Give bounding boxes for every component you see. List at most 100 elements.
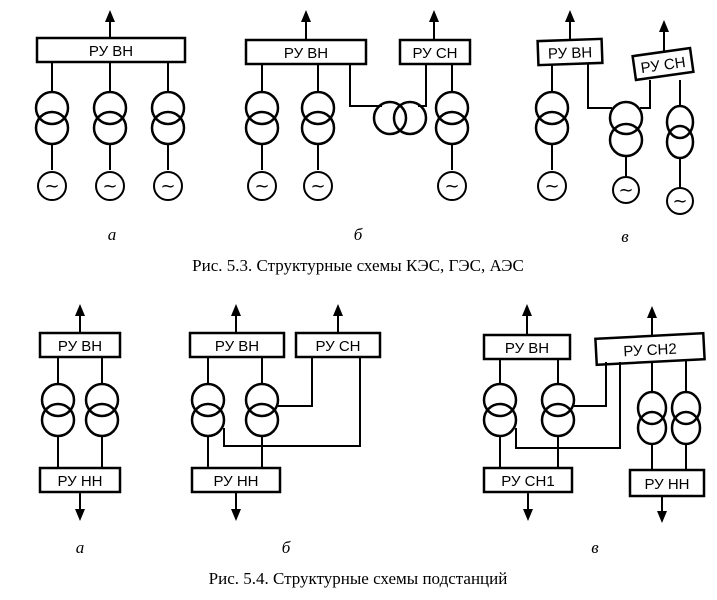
transformer-winding-icon xyxy=(670,390,702,426)
transformer-winding-icon xyxy=(244,110,280,146)
ru-sn-label: РУ СН xyxy=(412,45,457,62)
ru-vn-label: РУ ВН xyxy=(284,45,328,62)
transformer-winding-icon xyxy=(244,402,280,438)
nn-taps xyxy=(651,444,687,470)
ru-nn-box xyxy=(190,466,282,494)
transformer-winding-icon xyxy=(434,110,470,146)
transformer-winding-icon xyxy=(608,122,644,158)
generator-symbol: ~ xyxy=(672,191,687,212)
ru-vn-label: РУ ВН xyxy=(548,44,593,63)
generator-icon xyxy=(95,171,125,201)
transformer-winding-icon xyxy=(670,410,702,446)
generator-symbol: ~ xyxy=(44,176,59,197)
transformer-winding-icon xyxy=(40,382,76,418)
bus-taps xyxy=(207,357,263,384)
ru-sn-label: РУ СН xyxy=(315,338,360,355)
generator-icon xyxy=(612,176,640,204)
output-arrow-icon xyxy=(523,509,533,521)
transformer-winding-icon xyxy=(608,100,644,136)
transformer-winding-icon xyxy=(34,110,70,146)
generator-icon xyxy=(666,187,694,215)
generator-symbol: ~ xyxy=(254,176,269,197)
transformer-winding-icon xyxy=(244,382,280,418)
transformer-winding-icon xyxy=(34,90,70,126)
output-arrow-icon xyxy=(333,304,343,316)
bus-taps xyxy=(51,62,169,92)
ru-vn-box xyxy=(38,331,122,359)
transformer-winding-icon xyxy=(636,410,668,446)
generator-leads xyxy=(261,144,453,170)
nn-taps xyxy=(57,436,103,468)
fig53-c-scheme: РУ ВН РУ СН ~ ~ ~ в xyxy=(534,10,695,246)
output-arrow-icon xyxy=(231,509,241,521)
ru-vn-label: РУ ВН xyxy=(89,43,133,60)
sn-line xyxy=(278,357,313,407)
transformer-winding-icon xyxy=(40,402,76,438)
ru-sn1-label: РУ СН1 xyxy=(501,473,554,490)
transformer-winding-icon xyxy=(482,402,518,438)
generator-symbol: ~ xyxy=(444,176,459,197)
ru-nn-label: РУ НН xyxy=(57,473,102,490)
transformer-winding-icon xyxy=(190,402,226,438)
generator-icon xyxy=(303,171,333,201)
subfigure-label: в xyxy=(591,538,599,557)
generator-icon xyxy=(37,171,67,201)
transformer-winding-icon xyxy=(244,90,280,126)
generator-leads xyxy=(551,144,681,188)
subfigure-label: в xyxy=(621,227,629,246)
transformer-winding-icon xyxy=(300,90,336,126)
transformer-winding-icon xyxy=(665,124,695,160)
fig53-a-scheme: РУ ВН ~ ~ ~ а xyxy=(34,10,187,244)
fig54-b-scheme: РУ ВН РУ СН РУ НН б xyxy=(188,304,382,557)
transformer-winding-icon xyxy=(84,382,120,418)
generator-icon xyxy=(153,171,183,201)
ru-sn-box xyxy=(398,38,472,66)
generator-symbol: ~ xyxy=(102,176,117,197)
generator-icon xyxy=(437,171,467,201)
ru-vn-box xyxy=(536,37,604,67)
subfigure-label: б xyxy=(354,225,363,244)
bus-taps xyxy=(651,360,687,392)
generator-symbol: ~ xyxy=(310,176,325,197)
transformer-winding-icon xyxy=(482,382,518,418)
subfigure-label: а xyxy=(76,538,85,557)
output-arrow-icon xyxy=(429,10,439,22)
transformer-winding-icon xyxy=(190,382,226,418)
fig53-b-scheme: РУ ВН РУ СН ~ ~ ~ б xyxy=(244,10,472,244)
generator-leads xyxy=(51,144,169,170)
ru-nn-label: РУ НН xyxy=(213,473,258,490)
output-arrow-icon xyxy=(105,10,115,22)
generator-symbol: ~ xyxy=(160,176,175,197)
coupling-line-sn xyxy=(640,80,651,109)
ru-vn-label: РУ ВН xyxy=(505,340,549,357)
ru-sn2-label: РУ СН2 xyxy=(623,341,677,361)
transformer-winding-icon xyxy=(534,110,570,146)
fig54-a-scheme: РУ ВН РУ НН а xyxy=(38,304,122,557)
coupling-transformer-winding-icon xyxy=(372,100,408,136)
output-arrow-icon xyxy=(647,306,657,318)
transformer-winding-icon xyxy=(636,390,668,426)
transformer-winding-icon xyxy=(92,90,128,126)
transformer-winding-icon xyxy=(150,110,186,146)
bus-taps xyxy=(261,64,319,92)
transformer-winding-icon xyxy=(434,90,470,126)
output-arrow-icon xyxy=(522,304,532,316)
ru-nn-box xyxy=(628,468,706,498)
output-arrow-icon xyxy=(75,304,85,316)
ru-sn1-box xyxy=(482,466,574,494)
sn1-taps xyxy=(499,436,559,468)
output-arrow-icon xyxy=(565,10,575,22)
transformer-winding-icon xyxy=(84,402,120,438)
transformer-winding-icon xyxy=(540,402,576,438)
transformer-winding-icon xyxy=(534,90,570,126)
ru-sn2-box xyxy=(594,331,706,367)
generator-symbol: ~ xyxy=(544,176,559,197)
subfigure-label: б xyxy=(282,538,291,557)
bus-taps xyxy=(57,357,103,384)
coupling-line-vn xyxy=(349,64,382,107)
generator-icon xyxy=(537,171,567,201)
coupling-line-vn xyxy=(587,64,612,109)
subfigure-label: а xyxy=(108,225,117,244)
generator-symbol: ~ xyxy=(618,180,633,201)
